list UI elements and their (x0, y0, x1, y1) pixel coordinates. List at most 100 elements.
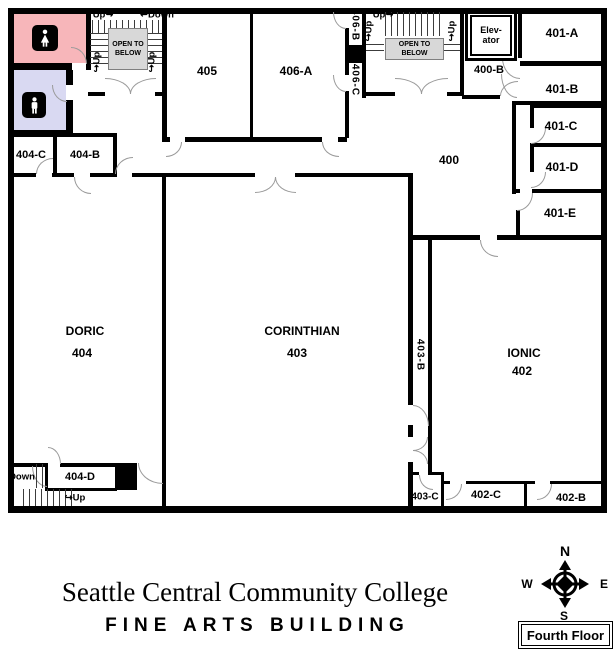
room-label-404: 404 (71, 346, 93, 360)
room-label-406c: 406-C (349, 63, 361, 97)
wall-segment (408, 173, 413, 405)
wall-segment (8, 8, 14, 513)
door-arc (275, 177, 296, 193)
room-label-corinthian: CORINTHIAN (264, 324, 340, 338)
room-label-403b: 403-B (414, 338, 426, 372)
stair-down-label: Down (9, 471, 35, 483)
compass-south-label: S (559, 609, 569, 623)
wall-segment (408, 462, 413, 506)
man-icon (31, 96, 37, 114)
wall-segment (512, 101, 516, 194)
wall-segment (8, 463, 48, 467)
wall-segment (8, 8, 607, 14)
room-label-402c: 402-C (471, 489, 501, 501)
wall-segment (8, 173, 36, 177)
stair-treads (36, 464, 46, 488)
door-arc (537, 484, 552, 500)
elevator-cab: Elev-ator (470, 15, 512, 56)
room-label-405: 405 (196, 64, 218, 78)
door-arc (413, 405, 429, 426)
door-arc (74, 177, 91, 194)
wall-segment (428, 235, 432, 475)
compass-west-label: W (521, 577, 533, 591)
wall-segment (338, 137, 347, 142)
wall-segment (497, 235, 607, 240)
door-arc (480, 240, 498, 257)
wall-segment (530, 147, 534, 172)
door-arc (138, 463, 163, 484)
wall-segment (462, 95, 500, 99)
compass-north-label: N (559, 543, 571, 559)
room-label-404b: 404-B (70, 149, 100, 161)
woman-icon (40, 29, 50, 47)
wall-segment (444, 481, 450, 484)
stair-treads (385, 12, 443, 36)
wall-segment (530, 143, 607, 147)
wall-segment (162, 8, 167, 138)
door-arc (421, 78, 448, 94)
wall-segment (530, 105, 607, 108)
stair-treads (366, 44, 384, 56)
wall-segment (441, 472, 444, 506)
wall-segment (432, 472, 444, 475)
room-label-406b: 406-B (349, 8, 361, 42)
room-label-doric: DORIC (65, 324, 105, 338)
wall-segment (527, 481, 535, 484)
room-label-401d: 401-D (545, 160, 579, 174)
door-arc (333, 75, 346, 92)
door-arc (333, 12, 346, 29)
elevator-label: Elev-ator (480, 24, 502, 45)
wall-segment (466, 481, 527, 484)
door-arc (419, 475, 433, 490)
wall-segment (8, 133, 117, 137)
wall-segment (88, 92, 105, 96)
door-arc (446, 484, 462, 500)
door-arc (395, 78, 422, 94)
door-arc (255, 177, 276, 193)
wall-segment (115, 463, 137, 490)
wall-segment (45, 488, 117, 491)
wall-segment (550, 481, 607, 484)
stair-up-label: ↪Up (64, 492, 86, 504)
wall-segment (345, 91, 349, 138)
wall-segment (516, 210, 520, 237)
wall-segment (113, 133, 117, 177)
floor-label-box: Fourth Floor (518, 621, 613, 649)
room-label-404d: 404-D (65, 471, 95, 483)
compass-rose (541, 560, 589, 608)
door-arc (322, 142, 339, 157)
elevator-shaft-wall (345, 45, 366, 63)
room-label-402b: 402-B (556, 492, 586, 504)
room-label-ionic: IONIC (507, 346, 541, 360)
door-arc (166, 142, 182, 157)
wall-segment (365, 92, 395, 96)
building-title: FINE ARTS BUILDING (105, 615, 410, 636)
wall-segment (86, 8, 91, 70)
door-arc (48, 447, 61, 464)
open-to-below-area: OPEN TO BELOW (385, 38, 444, 60)
door-arc (115, 157, 133, 174)
stair-treads (23, 489, 77, 506)
wall-segment (601, 8, 607, 513)
wall-segment (516, 189, 520, 193)
door-arc (105, 78, 131, 94)
wall-segment (132, 173, 255, 177)
wall-segment (447, 92, 462, 96)
wall-segment (155, 92, 167, 96)
stair-treads (444, 44, 460, 56)
room-label-403c: 403-C (411, 491, 439, 503)
stair-up-label: ↪Up (146, 51, 158, 73)
room-label-401b: 401-B (545, 82, 579, 96)
room-label-401e: 401-E (543, 206, 577, 220)
stair-treads (144, 33, 162, 69)
wall-segment (460, 8, 464, 96)
room-label-400: 400 (438, 153, 460, 167)
stair-up-label: ↪Up (446, 20, 458, 42)
stair-down-label: ↩Down (140, 9, 174, 21)
wall-segment (90, 173, 115, 177)
door-arc (413, 450, 428, 464)
wall-segment (185, 137, 322, 142)
stair-up-label: ↪Up (363, 20, 375, 42)
wall-segment (524, 481, 527, 506)
wall-segment (250, 8, 253, 140)
